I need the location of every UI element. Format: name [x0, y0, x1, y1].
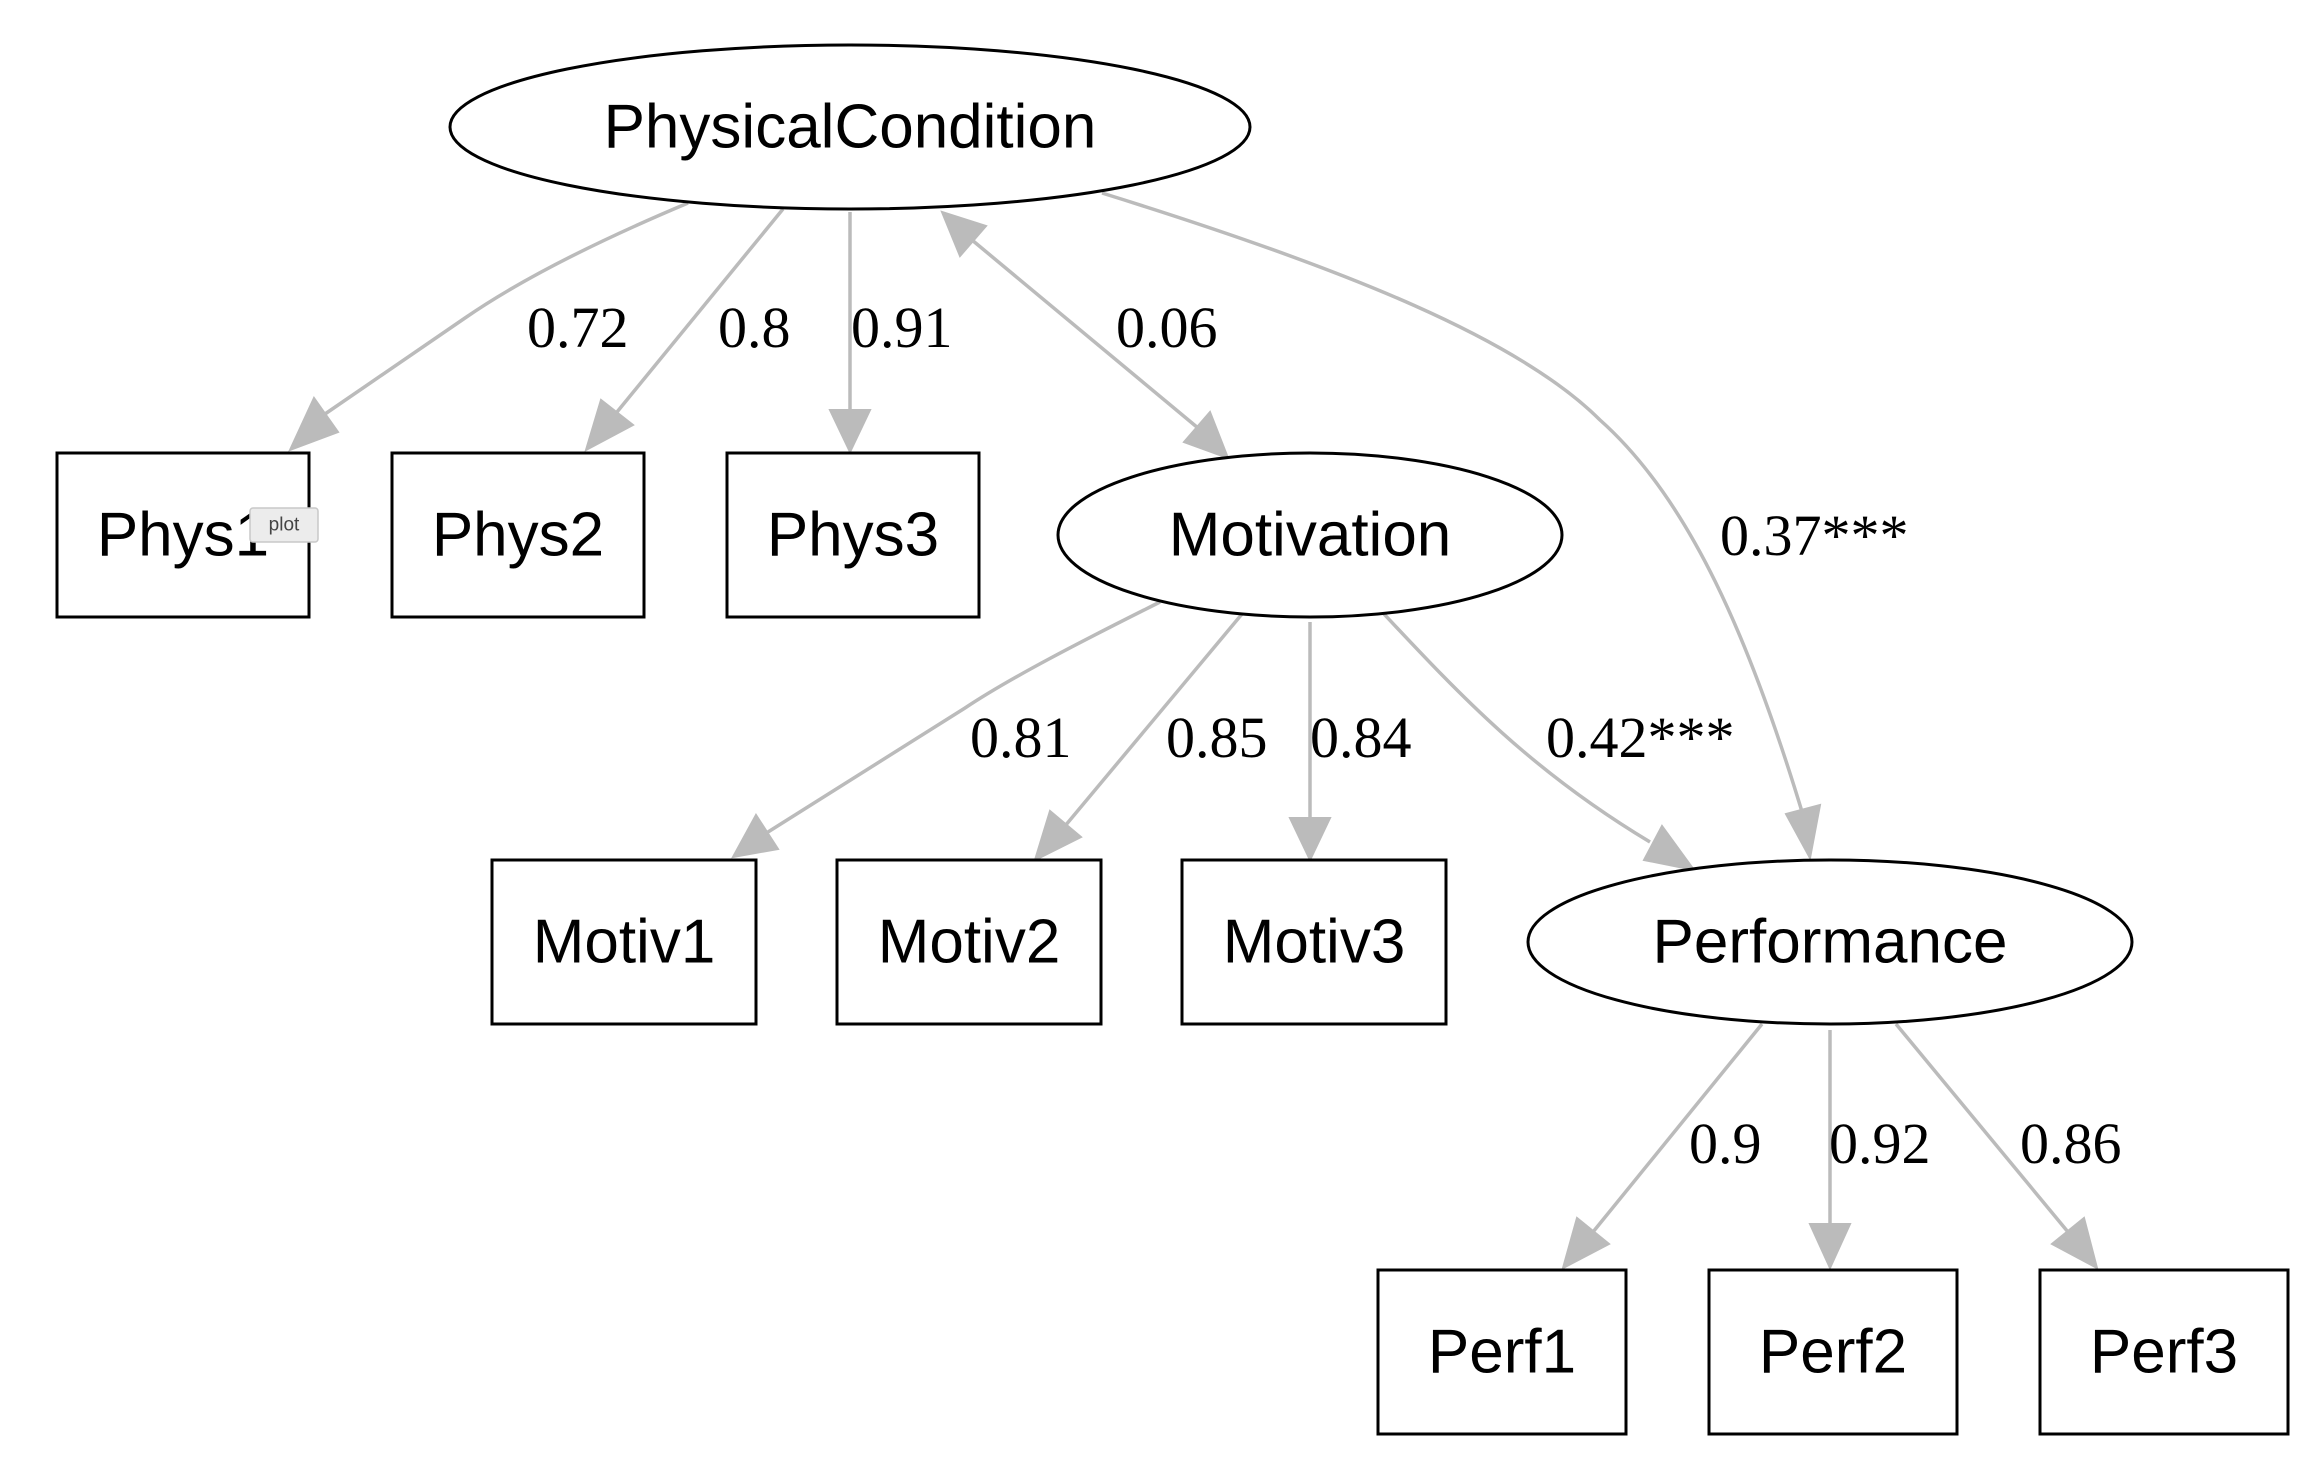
observed-node-label: Perf3 [2090, 1318, 2238, 1387]
latent-node-shape [448, 43, 1252, 211]
edge-arrowhead [940, 210, 988, 258]
observed-node-shape [390, 451, 646, 619]
latent-node-label: Motivation [1169, 501, 1452, 570]
observed-node-label: Motiv1 [533, 908, 716, 977]
observed-node-shape [1376, 1268, 1628, 1436]
observed-node-perf3[interactable]: Perf3 [2038, 1268, 2290, 1436]
observed-node-shape [1707, 1268, 1959, 1436]
observed-node-shape [835, 858, 1103, 1026]
edge-arrowhead [1561, 1216, 1611, 1270]
observed-node-phys2[interactable]: Phys2 [390, 451, 646, 619]
edge-motivation-motiv1 [767, 600, 1161, 834]
edge-motivation-motiv2 [1063, 612, 1244, 828]
observed-node-phys3[interactable]: Phys3 [725, 451, 981, 619]
edge-physicalcondition-performance [1101, 191, 1805, 816]
edges [288, 191, 2099, 1271]
latent-node-label: PhysicalCondition [604, 93, 1097, 162]
edge-label-motivation-motiv1: 0.81 [970, 705, 1072, 770]
edge-labels: 0.72 0.8 0.91 0.06 0.37*** 0.81 0.85 0.8… [527, 295, 2122, 1176]
edge-arrowhead [1784, 803, 1822, 861]
latent-node-shape [1526, 858, 2134, 1026]
edge-physicalcondition-phys1 [324, 201, 689, 416]
observed-node-shape [2038, 1268, 2290, 1436]
latent-node-motivation[interactable]: Motivation [1056, 451, 1564, 619]
edge-arrowhead [1033, 809, 1083, 862]
edge-arrowhead [828, 409, 872, 455]
edge-arrowhead [1808, 1223, 1852, 1271]
edge-label-motivation-performance: 0.42*** [1546, 705, 1735, 770]
edge-label-physicalcondition-phys1: 0.72 [527, 295, 629, 360]
edge-arrowhead [584, 398, 635, 453]
observed-node-motiv2[interactable]: Motiv2 [835, 858, 1103, 1026]
edge-label-physicalcondition-phys3: 0.91 [851, 295, 953, 360]
observed-node-perf2[interactable]: Perf2 [1707, 1268, 1959, 1436]
edge-label-physicalcondition-motivation: 0.06 [1116, 295, 1218, 360]
observed-node-label: Phys1 [97, 501, 269, 570]
edge-label-performance-perf3: 0.86 [2020, 1111, 2122, 1176]
edge-arrowhead [2050, 1216, 2099, 1270]
edge-arrowhead [1288, 817, 1332, 863]
observed-node-label: Perf1 [1428, 1318, 1576, 1387]
edge-label-motivation-motiv2: 0.85 [1166, 705, 1268, 770]
edge-arrowhead [288, 396, 340, 452]
observed-node-motiv3[interactable]: Motiv3 [1180, 858, 1448, 1026]
observed-node-shape [725, 451, 981, 619]
edge-performance-perf3 [1894, 1022, 2070, 1234]
plot-tooltip: plot [249, 507, 319, 543]
latent-node-physicalcondition[interactable]: PhysicalCondition [448, 43, 1252, 211]
observed-node-label: Phys2 [432, 501, 604, 570]
observed-node-label: Motiv2 [878, 908, 1061, 977]
observed-node-motiv1[interactable]: Motiv1 [490, 858, 758, 1026]
edge-physicalcondition-phys2 [615, 207, 785, 414]
edge-physicalcondition-motivation [970, 238, 1200, 430]
latent-node-shape [1056, 451, 1564, 619]
edge-arrowhead [1642, 824, 1697, 872]
observed-node-shape [490, 858, 758, 1026]
edge-label-performance-perf1: 0.9 [1689, 1111, 1762, 1176]
latent-node-label: Performance [1653, 908, 2008, 977]
observed-node-shape [1180, 858, 1448, 1026]
tooltip-box [249, 507, 319, 543]
observed-node-label: Motiv3 [1223, 908, 1406, 977]
latent-node-performance[interactable]: Performance [1526, 858, 2134, 1026]
observed-node-label: Phys3 [767, 501, 939, 570]
edge-label-performance-perf2: 0.92 [1829, 1111, 1931, 1176]
edge-label-physicalcondition-performance: 0.37*** [1720, 503, 1909, 568]
edge-performance-perf1 [1591, 1022, 1764, 1234]
edge-arrowhead [731, 813, 780, 859]
tooltip-label: plot [269, 515, 300, 536]
edge-motivation-performance [1382, 612, 1651, 844]
observed-node-label: Perf2 [1759, 1318, 1907, 1387]
edge-label-physicalcondition-phys2: 0.8 [718, 295, 791, 360]
observed-node-perf1[interactable]: Perf1 [1376, 1268, 1628, 1436]
edge-label-motivation-motiv3: 0.84 [1310, 705, 1412, 770]
edge-arrowhead [1182, 410, 1230, 460]
